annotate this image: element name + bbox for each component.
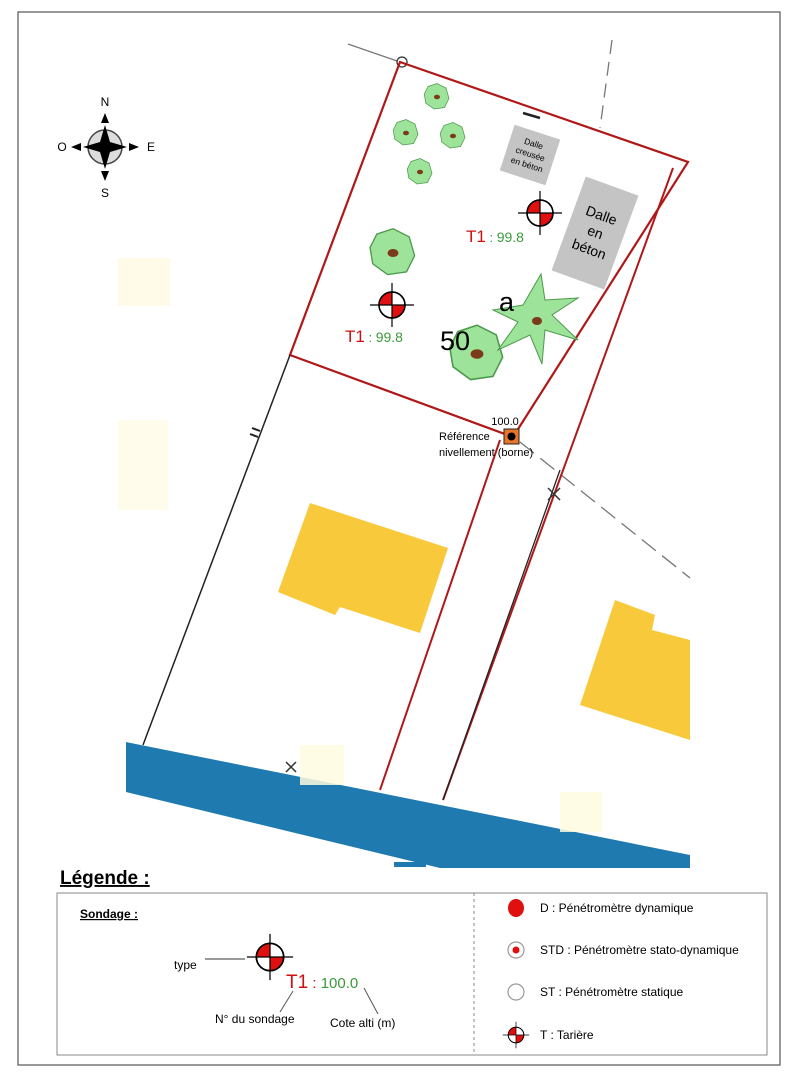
compass-west: O	[57, 140, 66, 154]
borehole-label[interactable]: T1 : 99.8	[345, 327, 403, 346]
legend-box	[56, 892, 768, 1056]
faint-patch	[118, 420, 168, 510]
reference-label-line2: nivellement (borne)	[439, 447, 533, 459]
tree-label-number: 50	[440, 326, 470, 356]
legend-type-label: type	[174, 958, 197, 972]
reference-value: 100.0	[491, 416, 519, 428]
static-penetrometer-icon	[507, 983, 525, 1001]
reference-label-line1: Référence	[439, 431, 490, 443]
legend-item-static: ST : Pénétromètre statique	[540, 985, 684, 999]
compass-east: E	[147, 140, 155, 154]
legend-number-label: N° du sondage	[215, 1012, 295, 1026]
faint-patch	[300, 745, 344, 785]
small-concrete-slab: Dalle creusée en béton	[499, 124, 561, 186]
compass-rose-icon	[71, 113, 139, 181]
borehole-label[interactable]: T1 : 99.8	[466, 227, 524, 246]
faint-patch	[560, 792, 602, 832]
building	[580, 600, 690, 740]
legend-item-tariere: T : Tarière	[540, 1028, 594, 1042]
legend-item-dynamic: D : Pénétromètre dynamique	[540, 901, 694, 915]
compass-south: S	[101, 186, 109, 200]
dynamic-penetrometer-icon	[508, 899, 524, 917]
water-channel	[126, 742, 690, 868]
leader-line	[363, 987, 379, 1015]
water-channel-piece	[394, 862, 426, 867]
neighbor-boundaries	[347, 39, 691, 579]
legend-elevation-label: Cote alti (m)	[330, 1016, 395, 1030]
legend-example-label: T1 : 100.0	[286, 972, 358, 993]
faint-patch	[118, 258, 170, 306]
legend-title: Légende :	[60, 868, 150, 889]
svg-text:en: en	[585, 222, 605, 242]
tree-label-letter: a	[499, 287, 515, 317]
reference-benchmark-icon[interactable]	[503, 428, 520, 445]
compass-north: N	[101, 95, 110, 109]
building	[278, 503, 448, 633]
sondage-title: Sondage :	[80, 907, 138, 921]
leader-line	[279, 990, 294, 1013]
star-tree-icon	[491, 272, 580, 365]
legend-item-stato-dynamic: STD : Pénétromètre stato-dynamique	[540, 943, 739, 957]
large-concrete-slab: Dalle en béton	[551, 176, 639, 290]
